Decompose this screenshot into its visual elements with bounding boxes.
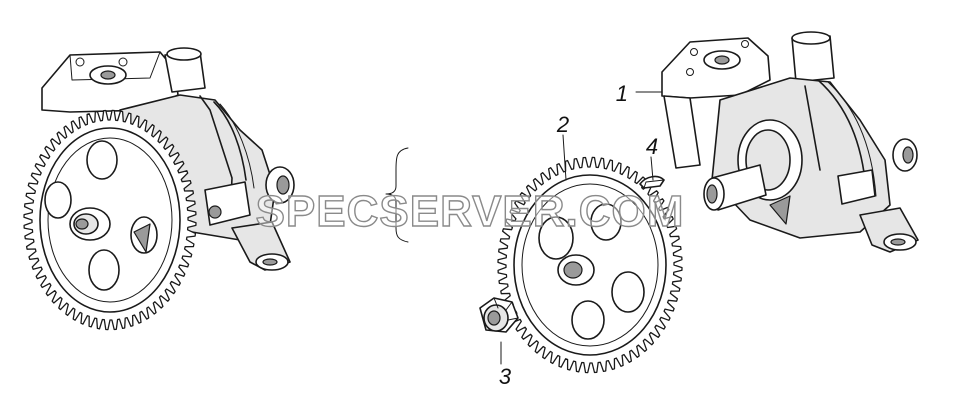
assembled-oil-pump: [23, 47, 295, 331]
leader-line-2: [562, 134, 567, 181]
callout-1: 1: [616, 81, 628, 106]
assembled-pump-gear: [23, 109, 197, 331]
watermark-text: SPECSERVER.COM: [256, 187, 685, 236]
hex-nut: [479, 297, 519, 333]
group-bracket: [385, 147, 409, 243]
assembled-pump-body: [41, 47, 295, 271]
callout-4: 4: [646, 134, 658, 159]
leader-lines: [500, 91, 663, 365]
callout-3: 3: [499, 364, 512, 389]
leader-line-4: [650, 156, 654, 181]
oil-pump-housing: [661, 31, 919, 253]
woodruff-key: [639, 175, 665, 189]
pump-drive-gear: [497, 156, 683, 374]
callout-2: 2: [556, 112, 569, 137]
